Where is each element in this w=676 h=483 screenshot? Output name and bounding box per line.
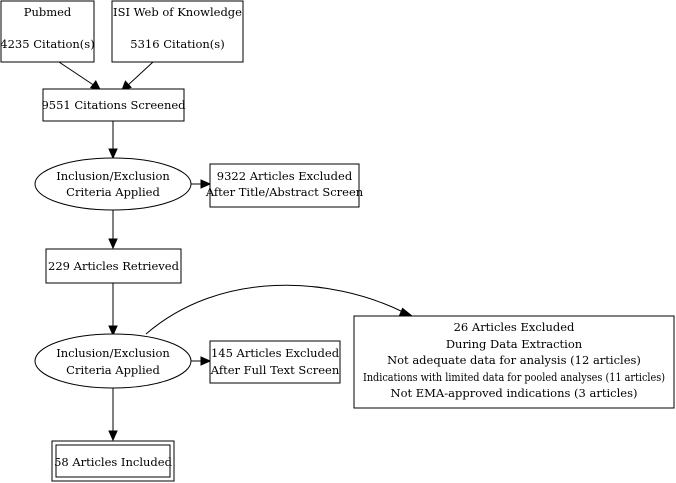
edge-criteria-2-to-excluded-fulltext bbox=[190, 356, 212, 366]
node-excluded-extraction-line3: Not adequate data for analysis (12 artic… bbox=[387, 353, 641, 367]
node-retrieved-label: 229 Articles Retrieved bbox=[48, 259, 180, 273]
edge-pubmed-to-screened bbox=[58, 61, 101, 91]
node-included-label: 58 Articles Included bbox=[54, 455, 173, 469]
node-excluded-extraction-line1: 26 Articles Excluded bbox=[454, 320, 575, 334]
node-excluded-title-line1: 9322 Articles Excluded bbox=[217, 169, 353, 183]
edge-screened-to-criteria-1 bbox=[108, 121, 118, 160]
node-criteria-2-line1: Inclusion/Exclusion bbox=[56, 346, 170, 360]
edge-criteria-1-to-retrieved bbox=[108, 210, 118, 250]
node-criteria-2-line2: Criteria Applied bbox=[66, 363, 160, 377]
node-excluded-extraction-line4: Indications with limited data for pooled… bbox=[363, 370, 665, 384]
node-criteria-1: Inclusion/Exclusion Criteria Applied bbox=[34, 157, 192, 211]
node-pubmed-name: Pubmed bbox=[24, 5, 72, 19]
node-pubmed: Pubmed 4235 Citation(s) bbox=[0, 0, 95, 63]
node-excluded-fulltext-line2: After Full Text Screen bbox=[210, 363, 340, 377]
node-screened-label: 9551 Citations Screened bbox=[41, 98, 186, 112]
node-pubmed-count: 4235 Citation(s) bbox=[0, 37, 94, 51]
edge-criteria-2-to-included bbox=[108, 388, 118, 442]
node-criteria-1-line2: Criteria Applied bbox=[66, 185, 160, 199]
node-isi-count: 5316 Citation(s) bbox=[130, 37, 224, 51]
edges bbox=[58, 61, 414, 442]
node-isi-name: ISI Web of Knowledge bbox=[113, 5, 242, 19]
node-excluded-fulltext: 145 Articles Excluded After Full Text Sc… bbox=[209, 340, 341, 384]
node-screened: 9551 Citations Screened bbox=[41, 88, 186, 122]
node-excluded-fulltext-line1: 145 Articles Excluded bbox=[211, 346, 340, 360]
node-included: 58 Articles Included bbox=[51, 440, 175, 482]
node-retrieved: 229 Articles Retrieved bbox=[45, 248, 182, 284]
edge-criteria-1-to-excluded-title bbox=[190, 179, 212, 189]
node-criteria-2: Inclusion/Exclusion Criteria Applied bbox=[34, 333, 192, 389]
node-excluded-extraction: 26 Articles Excluded During Data Extract… bbox=[353, 315, 675, 409]
node-criteria-1-line1: Inclusion/Exclusion bbox=[56, 169, 170, 183]
node-excluded-extraction-line2: During Data Extraction bbox=[446, 337, 583, 351]
edge-retrieved-to-criteria-2 bbox=[108, 283, 118, 337]
node-isi: ISI Web of Knowledge 5316 Citation(s) bbox=[111, 0, 244, 63]
edge-isi-to-screened bbox=[121, 61, 154, 91]
node-excluded-title: 9322 Articles Excluded After Title/Abstr… bbox=[205, 163, 364, 208]
node-excluded-title-line2: After Title/Abstract Screen bbox=[205, 185, 364, 199]
node-excluded-extraction-line5: Not EMA-approved indications (3 articles… bbox=[391, 386, 638, 400]
